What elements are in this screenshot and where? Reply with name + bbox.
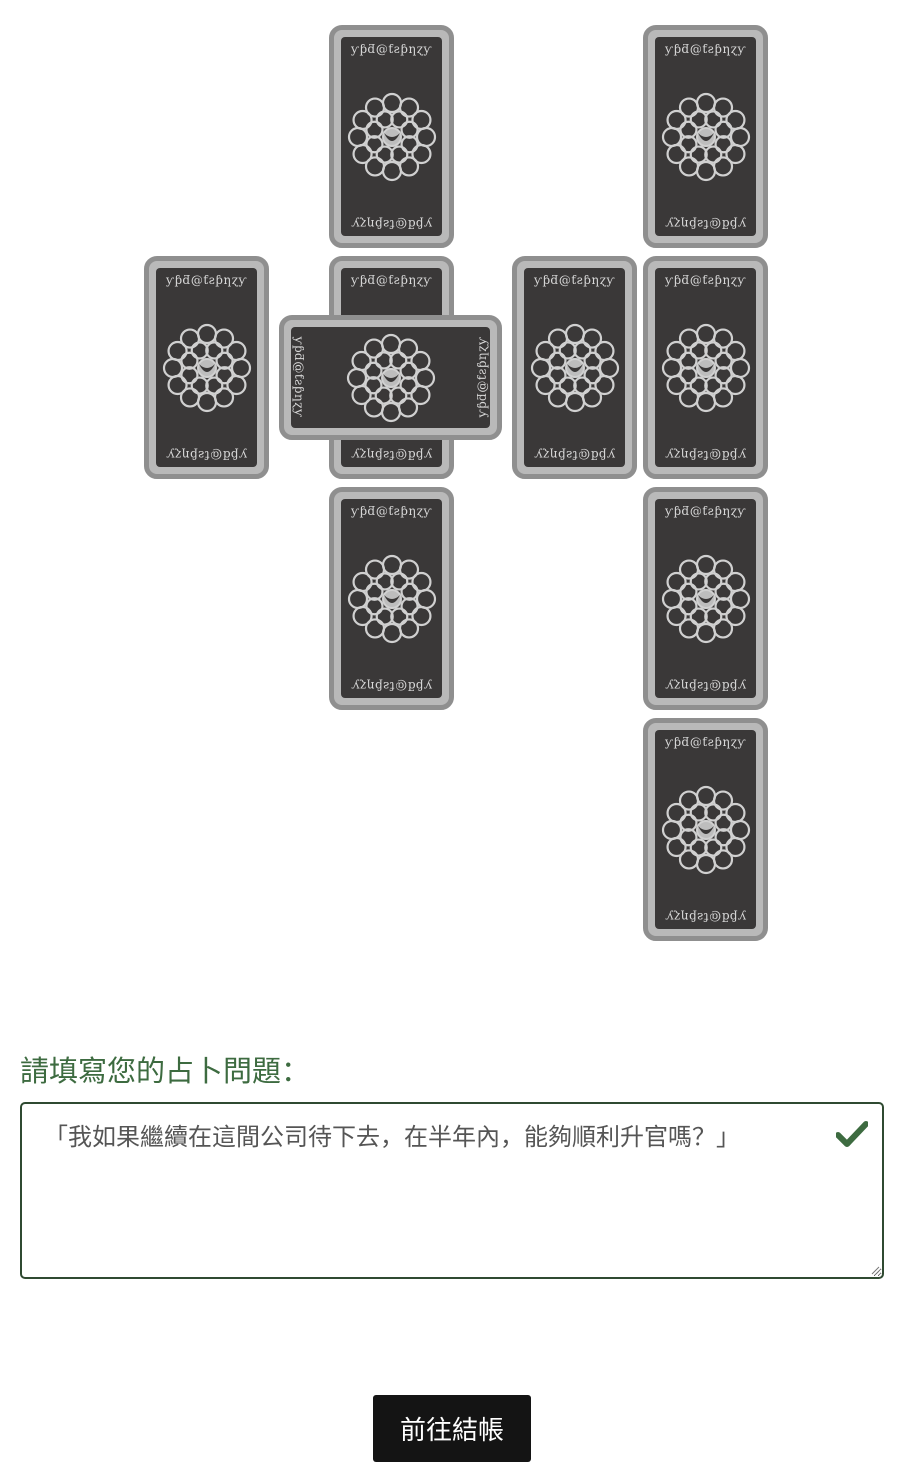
card-back-staff-2[interactable]: ƴƥƌ@ƭƨƥƞɀƴ ƴƥƌ@ƭƨƥƞɀƴ	[643, 487, 768, 710]
flower-pattern-icon	[661, 323, 750, 412]
card-back-text-bottom: ƴƥƌ@ƭƨƥƞɀƴ	[351, 217, 432, 231]
card-back-text-top: ƴƥƌ@ƭƨƥƞɀƴ	[665, 42, 746, 56]
card-back-text-top: ƴƥƌ@ƭƨƥƞɀƴ	[665, 273, 746, 287]
card-back-crossing[interactable]: ƴƥƌ@ƭƨƥƞɀƴ ƴƥƌ@ƭƨƥƞɀƴ	[279, 315, 502, 440]
card-back-text-bottom: ƴƥƌ@ƭƨƥƞɀƴ	[351, 448, 432, 462]
card-back-text-top: ƴƥƌ@ƭƨƥƞɀƴ	[292, 336, 306, 417]
flower-pattern-icon	[162, 323, 251, 412]
card-back-text-top: ƴƥƌ@ƭƨƥƞɀƴ	[534, 273, 615, 287]
question-field-wrapper	[20, 1102, 884, 1279]
flower-pattern-icon	[346, 333, 435, 422]
card-back-text-bottom: ƴƥƌ@ƭƨƥƞɀƴ	[665, 217, 746, 231]
card-back-below[interactable]: ƴƥƌ@ƭƨƥƞɀƴ ƴƥƌ@ƭƨƥƞɀƴ	[329, 487, 454, 710]
card-face: ƴƥƌ@ƭƨƥƞɀƴ ƴƥƌ@ƭƨƥƞɀƴ	[156, 268, 257, 467]
card-back-text-bottom: ƴƥƌ@ƭƨƥƞɀƴ	[166, 448, 247, 462]
card-back-text-top: ƴƥƌ@ƭƨƥƞɀƴ	[665, 735, 746, 749]
flower-pattern-icon	[661, 92, 750, 181]
card-face: ƴƥƌ@ƭƨƥƞɀƴ ƴƥƌ@ƭƨƥƞɀƴ	[655, 268, 756, 467]
card-face: ƴƥƌ@ƭƨƥƞɀƴ ƴƥƌ@ƭƨƥƞɀƴ	[341, 499, 442, 698]
card-face: ƴƥƌ@ƭƨƥƞɀƴ ƴƥƌ@ƭƨƥƞɀƴ	[341, 37, 442, 236]
checkout-button[interactable]: 前往結帳	[373, 1395, 531, 1462]
card-face: ƴƥƌ@ƭƨƥƞɀƴ ƴƥƌ@ƭƨƥƞɀƴ	[291, 327, 490, 428]
card-face: ƴƥƌ@ƭƨƥƞɀƴ ƴƥƌ@ƭƨƥƞɀƴ	[524, 268, 625, 467]
card-back-staff-4[interactable]: ƴƥƌ@ƭƨƥƞɀƴ ƴƥƌ@ƭƨƥƞɀƴ	[643, 25, 768, 248]
question-input[interactable]	[22, 1104, 882, 1277]
card-back-text-top: ƴƥƌ@ƭƨƥƞɀƴ	[351, 42, 432, 56]
card-back-text-top: ƴƥƌ@ƭƨƥƞɀƴ	[166, 273, 247, 287]
card-face: ƴƥƌ@ƭƨƥƞɀƴ ƴƥƌ@ƭƨƥƞɀƴ	[655, 499, 756, 698]
card-back-staff-3[interactable]: ƴƥƌ@ƭƨƥƞɀƴ ƴƥƌ@ƭƨƥƞɀƴ	[643, 256, 768, 479]
card-back-left[interactable]: ƴƥƌ@ƭƨƥƞɀƴ ƴƥƌ@ƭƨƥƞɀƴ	[144, 256, 269, 479]
card-back-text-top: ƴƥƌ@ƭƨƥƞɀƴ	[351, 504, 432, 518]
flower-pattern-icon	[530, 323, 619, 412]
flower-pattern-icon	[661, 554, 750, 643]
card-back-staff-1[interactable]: ƴƥƌ@ƭƨƥƞɀƴ ƴƥƌ@ƭƨƥƞɀƴ	[643, 718, 768, 941]
question-label: 請填寫您的占卜問題：	[20, 1054, 311, 1088]
card-back-text-bottom: ƴƥƌ@ƭƨƥƞɀƴ	[534, 448, 615, 462]
card-face: ƴƥƌ@ƭƨƥƞɀƴ ƴƥƌ@ƭƨƥƞɀƴ	[655, 730, 756, 929]
flower-pattern-icon	[661, 785, 750, 874]
card-back-right[interactable]: ƴƥƌ@ƭƨƥƞɀƴ ƴƥƌ@ƭƨƥƞɀƴ	[512, 256, 637, 479]
flower-pattern-icon	[347, 554, 436, 643]
resize-grip-icon[interactable]	[870, 1265, 880, 1275]
card-back-text-bottom: ƴƥƌ@ƭƨƥƞɀƴ	[665, 679, 746, 693]
card-face: ƴƥƌ@ƭƨƥƞɀƴ ƴƥƌ@ƭƨƥƞɀƴ	[655, 37, 756, 236]
card-back-text-bottom: ƴƥƌ@ƭƨƥƞɀƴ	[665, 448, 746, 462]
flower-pattern-icon	[347, 92, 436, 181]
card-back-text-top: ƴƥƌ@ƭƨƥƞɀƴ	[665, 504, 746, 518]
celtic-cross-spread: ƴƥƌ@ƭƨƥƞɀƴ ƴƥƌ@ƭƨƥƞɀƴ ƴƥƌ@ƭƨƥƞɀƴ ƴƥƌ@ƭƨƥ…	[144, 25, 768, 941]
card-back-text-top: ƴƥƌ@ƭƨƥƞɀƴ	[351, 273, 432, 287]
card-back-text-bottom: ƴƥƌ@ƭƨƥƞɀƴ	[665, 910, 746, 924]
card-back-text-bottom: ƴƥƌ@ƭƨƥƞɀƴ	[351, 679, 432, 693]
card-back-above[interactable]: ƴƥƌ@ƭƨƥƞɀƴ ƴƥƌ@ƭƨƥƞɀƴ	[329, 25, 454, 248]
check-icon	[836, 1121, 868, 1147]
card-back-text-bottom: ƴƥƌ@ƭƨƥƞɀƴ	[475, 336, 489, 417]
